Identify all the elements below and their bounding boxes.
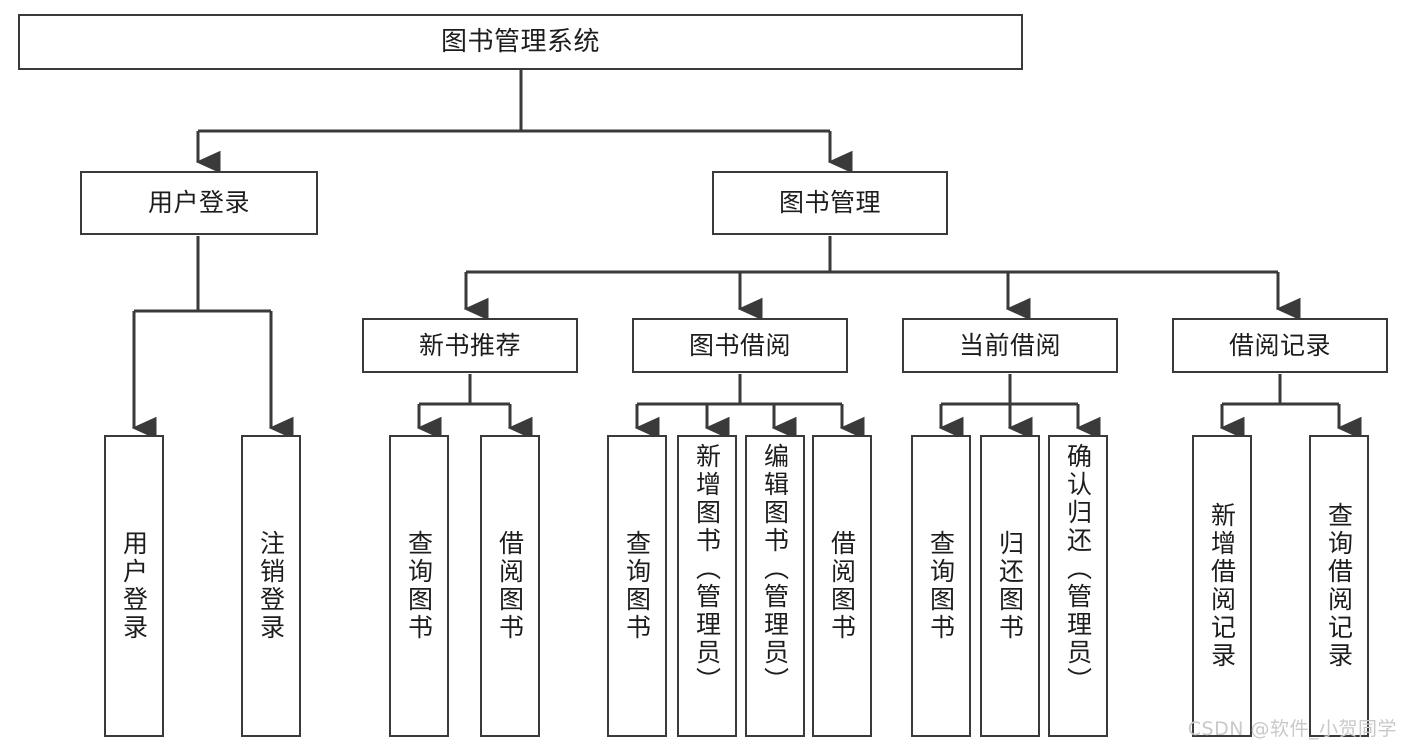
node-leaf-add-borrow-record-label: 新增借阅记录 xyxy=(1207,502,1237,670)
node-new-book-recommend[interactable]: 新书推荐 xyxy=(362,318,578,373)
node-leaf-confirm-return-admin[interactable]: 确认归还（管理员） xyxy=(1048,435,1108,737)
node-leaf-edit-book-admin[interactable]: 编辑图书（管理员） xyxy=(745,435,805,737)
node-leaf-query-book-3[interactable]: 查询图书 xyxy=(911,435,971,737)
node-book-management-label: 图书管理 xyxy=(778,188,881,218)
node-leaf-add-book-admin[interactable]: 新增图书（管理员） xyxy=(677,435,737,737)
node-leaf-confirm-return-admin-label: 确认归还（管理员） xyxy=(1063,443,1093,695)
node-leaf-borrow-book-2[interactable]: 借阅图书 xyxy=(812,435,872,737)
node-user-login-label: 用户登录 xyxy=(147,188,250,218)
node-leaf-edit-book-admin-label: 编辑图书（管理员） xyxy=(760,443,790,695)
node-user-login[interactable]: 用户登录 xyxy=(80,171,318,235)
node-book-borrow[interactable]: 图书借阅 xyxy=(632,318,848,373)
node-borrow-record[interactable]: 借阅记录 xyxy=(1172,318,1388,373)
node-root[interactable]: 图书管理系统 xyxy=(18,14,1023,70)
node-leaf-borrow-book-1[interactable]: 借阅图书 xyxy=(480,435,540,737)
node-leaf-logout-login[interactable]: 注销登录 xyxy=(241,435,301,737)
node-leaf-query-book-3-label: 查询图书 xyxy=(926,530,956,642)
node-leaf-query-book-1-label: 查询图书 xyxy=(404,530,434,642)
node-book-borrow-label: 图书借阅 xyxy=(688,330,791,360)
node-leaf-user-login[interactable]: 用户登录 xyxy=(104,435,164,737)
node-leaf-logout-login-label: 注销登录 xyxy=(256,530,286,642)
node-leaf-borrow-book-2-label: 借阅图书 xyxy=(827,530,857,642)
node-leaf-query-book-2-label: 查询图书 xyxy=(622,530,652,642)
node-leaf-add-book-admin-label: 新增图书（管理员） xyxy=(692,443,722,695)
node-leaf-return-book-label: 归还图书 xyxy=(995,530,1025,642)
node-root-label: 图书管理系统 xyxy=(440,26,600,57)
node-leaf-query-borrow-record[interactable]: 查询借阅记录 xyxy=(1309,435,1369,737)
node-leaf-query-book-1[interactable]: 查询图书 xyxy=(389,435,449,737)
node-leaf-user-login-label: 用户登录 xyxy=(119,530,149,642)
node-current-borrow-label: 当前借阅 xyxy=(958,330,1061,360)
node-book-management[interactable]: 图书管理 xyxy=(712,171,948,235)
node-leaf-query-book-2[interactable]: 查询图书 xyxy=(607,435,667,737)
node-leaf-return-book[interactable]: 归还图书 xyxy=(980,435,1040,737)
node-borrow-record-label: 借阅记录 xyxy=(1228,330,1331,360)
node-new-book-recommend-label: 新书推荐 xyxy=(418,330,521,360)
watermark: CSDN @软件_小贺同学 xyxy=(1187,718,1397,740)
node-current-borrow[interactable]: 当前借阅 xyxy=(902,318,1118,373)
node-leaf-query-borrow-record-label: 查询借阅记录 xyxy=(1324,502,1354,670)
node-leaf-add-borrow-record[interactable]: 新增借阅记录 xyxy=(1192,435,1252,737)
node-leaf-borrow-book-1-label: 借阅图书 xyxy=(495,530,525,642)
